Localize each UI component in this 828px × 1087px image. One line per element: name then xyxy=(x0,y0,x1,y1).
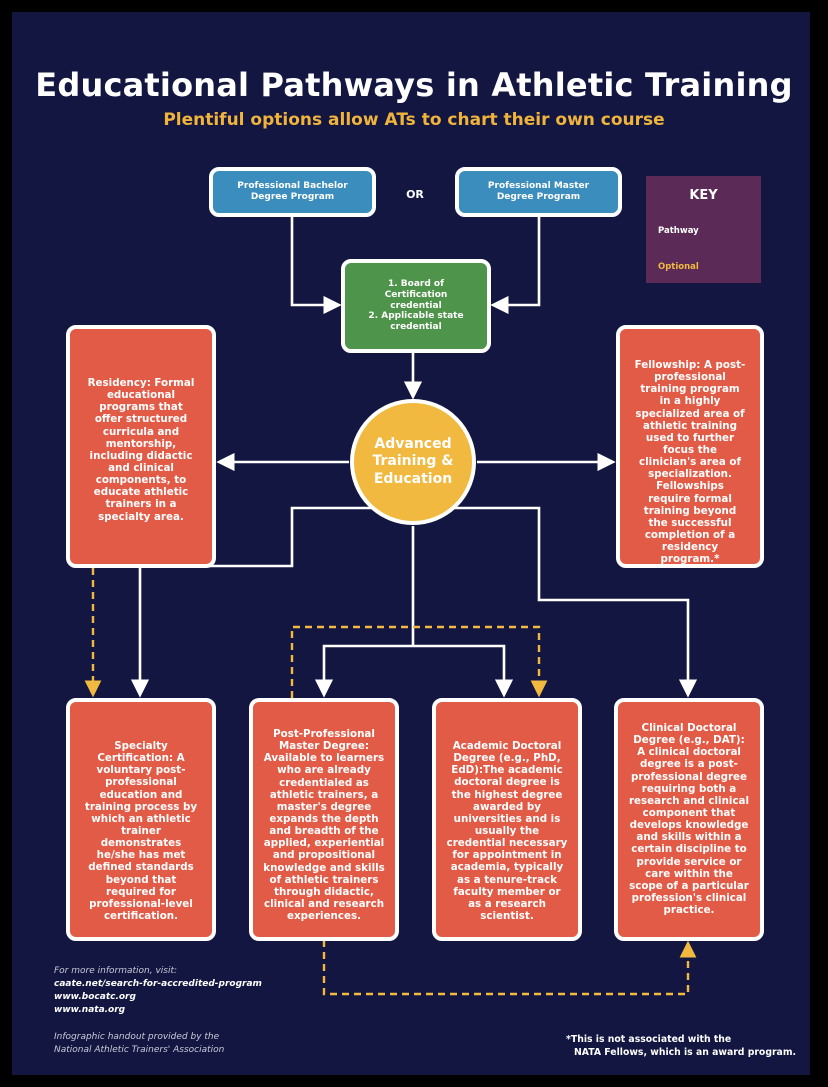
node-professional-bachelor: Professional Bachelor Degree Program xyxy=(209,167,376,217)
node-residency: Residency: Formal educational programs t… xyxy=(66,325,216,568)
node-professional-master: Professional Master Degree Program xyxy=(455,167,622,217)
footer-credit-line2: National Athletic Trainers' Association xyxy=(54,1045,225,1056)
arrow-center-to-clinical-doctoral xyxy=(446,506,698,698)
arrow-master-to-credential xyxy=(490,217,541,315)
node-fellowship: Fellowship: A post-professional training… xyxy=(616,325,764,568)
optional-post-master-to-clinical xyxy=(322,940,697,996)
footer-link-bocatc[interactable]: www.bocatc.org xyxy=(54,992,136,1003)
key-title: KEY xyxy=(689,188,718,203)
footer-credit-line1: Infographic handout provided by the xyxy=(54,1032,220,1042)
footnote: *This is not associated with the NATA Fe… xyxy=(566,1034,796,1059)
footer-link-caate[interactable]: caate.net/search-for-accredited-program xyxy=(54,979,262,990)
arrow-bachelor-to-credential xyxy=(290,217,342,315)
page-subtitle: Plentiful options allow ATs to chart the… xyxy=(163,110,665,130)
node-credential: 1. Board of Certification credential 2. … xyxy=(341,259,491,353)
key-pathway-label: Pathway xyxy=(658,226,699,236)
arrow-branch-to-post-master xyxy=(314,644,413,698)
page-title: Educational Pathways in Athletic Trainin… xyxy=(35,66,793,104)
arrow-branch-to-academic-doctoral xyxy=(413,644,514,698)
arrow-center-to-specialty xyxy=(130,506,380,698)
footnote-line1: *This is not associated with the xyxy=(566,1034,732,1045)
node-clinical-doctoral: Clinical Doctoral Degree (e.g., DAT): A … xyxy=(614,698,764,941)
footer-link-nata[interactable]: www.nata.org xyxy=(54,1005,126,1016)
node-specialty-certification: Specialty Certification: A voluntary pos… xyxy=(66,698,216,941)
footer-links: For more information, visit: caate.net/s… xyxy=(54,965,262,1017)
footer-intro: For more information, visit: xyxy=(54,966,178,976)
node-post-professional-master: Post-Professional Master Degree: Availab… xyxy=(249,698,399,941)
key-optional-label: Optional xyxy=(658,262,699,272)
footnote-line2: NATA Fellows, which is an award program. xyxy=(574,1046,797,1058)
legend-key: KEY Pathway Optional xyxy=(646,176,761,283)
optional-post-master-to-academic xyxy=(290,625,548,698)
node-academic-doctoral: Academic Doctoral Degree (e.g., PhD, EdD… xyxy=(432,698,582,941)
node-advanced-training: Advanced Training & Education xyxy=(350,399,476,525)
or-label: OR xyxy=(406,188,424,201)
footer-credit: Infographic handout provided by the Nati… xyxy=(54,1031,224,1057)
